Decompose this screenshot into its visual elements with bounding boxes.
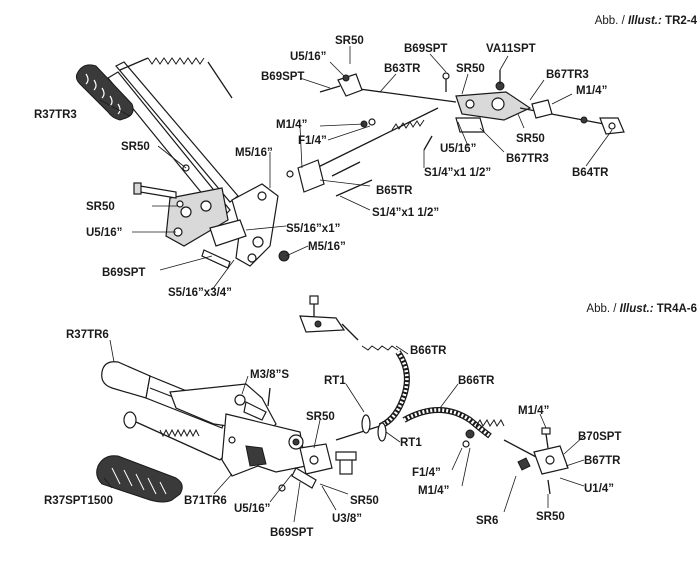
label-m1-4: M1/4” <box>418 485 449 497</box>
ratchet-rod <box>123 411 231 461</box>
label-s1-4x1-1-2: S1/4”x1 1/2” <box>372 207 439 219</box>
cable-b66tr <box>335 345 539 459</box>
label-rt1: RT1 <box>400 437 422 449</box>
label-sr50: SR50 <box>335 35 364 47</box>
label-sr50: SR50 <box>456 63 485 75</box>
label-u5-16: U5/16” <box>86 227 122 239</box>
label-b63tr: B63TR <box>384 63 421 75</box>
label-s1-4x1-1-2: S1/4”x1 1/2” <box>424 167 491 179</box>
tr4a-6-assembly <box>96 295 569 503</box>
label-va11spt: VA11SPT <box>486 43 536 55</box>
header-tr4a-6: Abb. / Illust.: TR4A-6 <box>586 303 697 315</box>
label-u1-4: U1/4” <box>584 483 614 495</box>
label-r37tr6: R37TR6 <box>66 329 109 341</box>
bracket-assembly-tr2-4 <box>133 164 290 269</box>
grip-r37spt1500 <box>96 455 183 503</box>
label-r37spt1500: R37SPT1500 <box>44 495 113 507</box>
label-b69spt: B69SPT <box>270 527 313 539</box>
label-b67tr: B67TR <box>584 455 621 467</box>
clevis-bracket <box>291 443 357 489</box>
label-s5-16x1: S5/16”x1” <box>286 223 340 235</box>
label-b69spt: B69SPT <box>102 267 145 279</box>
rear-clevis-b67tr <box>517 427 569 495</box>
label-m1-4: M1/4” <box>576 85 607 97</box>
label-sr50: SR50 <box>121 141 150 153</box>
label-m5-16: M5/16” <box>235 147 273 159</box>
handbrake-lever-tr2-4 <box>75 57 239 219</box>
label-b66tr: B66TR <box>458 375 495 387</box>
label-s5-16x3-4: S5/16”x3/4” <box>168 287 232 299</box>
label-r37tr3: R37TR3 <box>34 109 77 121</box>
leader-lines-top <box>99 46 613 291</box>
label-sr50: SR50 <box>350 495 379 507</box>
label-sr6: SR6 <box>476 515 498 527</box>
label-b69spt: B69SPT <box>404 43 447 55</box>
label-b69spt: B69SPT <box>261 71 304 83</box>
label-sr50: SR50 <box>516 133 545 145</box>
tr2-4-assembly <box>75 57 625 269</box>
label-sr50: SR50 <box>86 201 115 213</box>
label-u5-16: U5/16” <box>234 503 270 515</box>
label-b70spt: B70SPT <box>578 431 621 443</box>
label-b67tr3: B67TR3 <box>546 69 589 81</box>
label-sr50: SR50 <box>536 511 565 523</box>
label-m5-16: M5/16” <box>308 241 346 253</box>
header-tr2-4: Abb. / Illust.: TR2-4 <box>595 15 698 27</box>
cable-assembly-tr2-4 <box>286 70 625 197</box>
label-f1-4: F1/4” <box>298 135 327 147</box>
label-f1-4: F1/4” <box>412 467 441 479</box>
label-b64tr: B64TR <box>572 167 609 179</box>
label-m1-4: M1/4” <box>518 405 549 417</box>
label-u5-16: U5/16” <box>290 51 326 63</box>
label-sr50: SR50 <box>306 411 335 423</box>
label-rt1: RT1 <box>324 375 346 387</box>
leader-lines-bottom <box>103 339 585 523</box>
label-m1-4: M1/4” <box>276 119 307 131</box>
label-b65tr: B65TR <box>376 185 413 197</box>
label-m3-8s: M3/8”S <box>250 369 289 381</box>
bracket-b71tr6 <box>221 387 307 492</box>
label-u3-8: U3/8” <box>332 513 362 525</box>
label-b66tr: B66TR <box>410 345 447 357</box>
label-u5-16: U5/16” <box>440 143 476 155</box>
upper-clevis <box>299 295 359 341</box>
label-b71tr6: B71TR6 <box>184 495 227 507</box>
label-b67tr3: B67TR3 <box>506 153 549 165</box>
